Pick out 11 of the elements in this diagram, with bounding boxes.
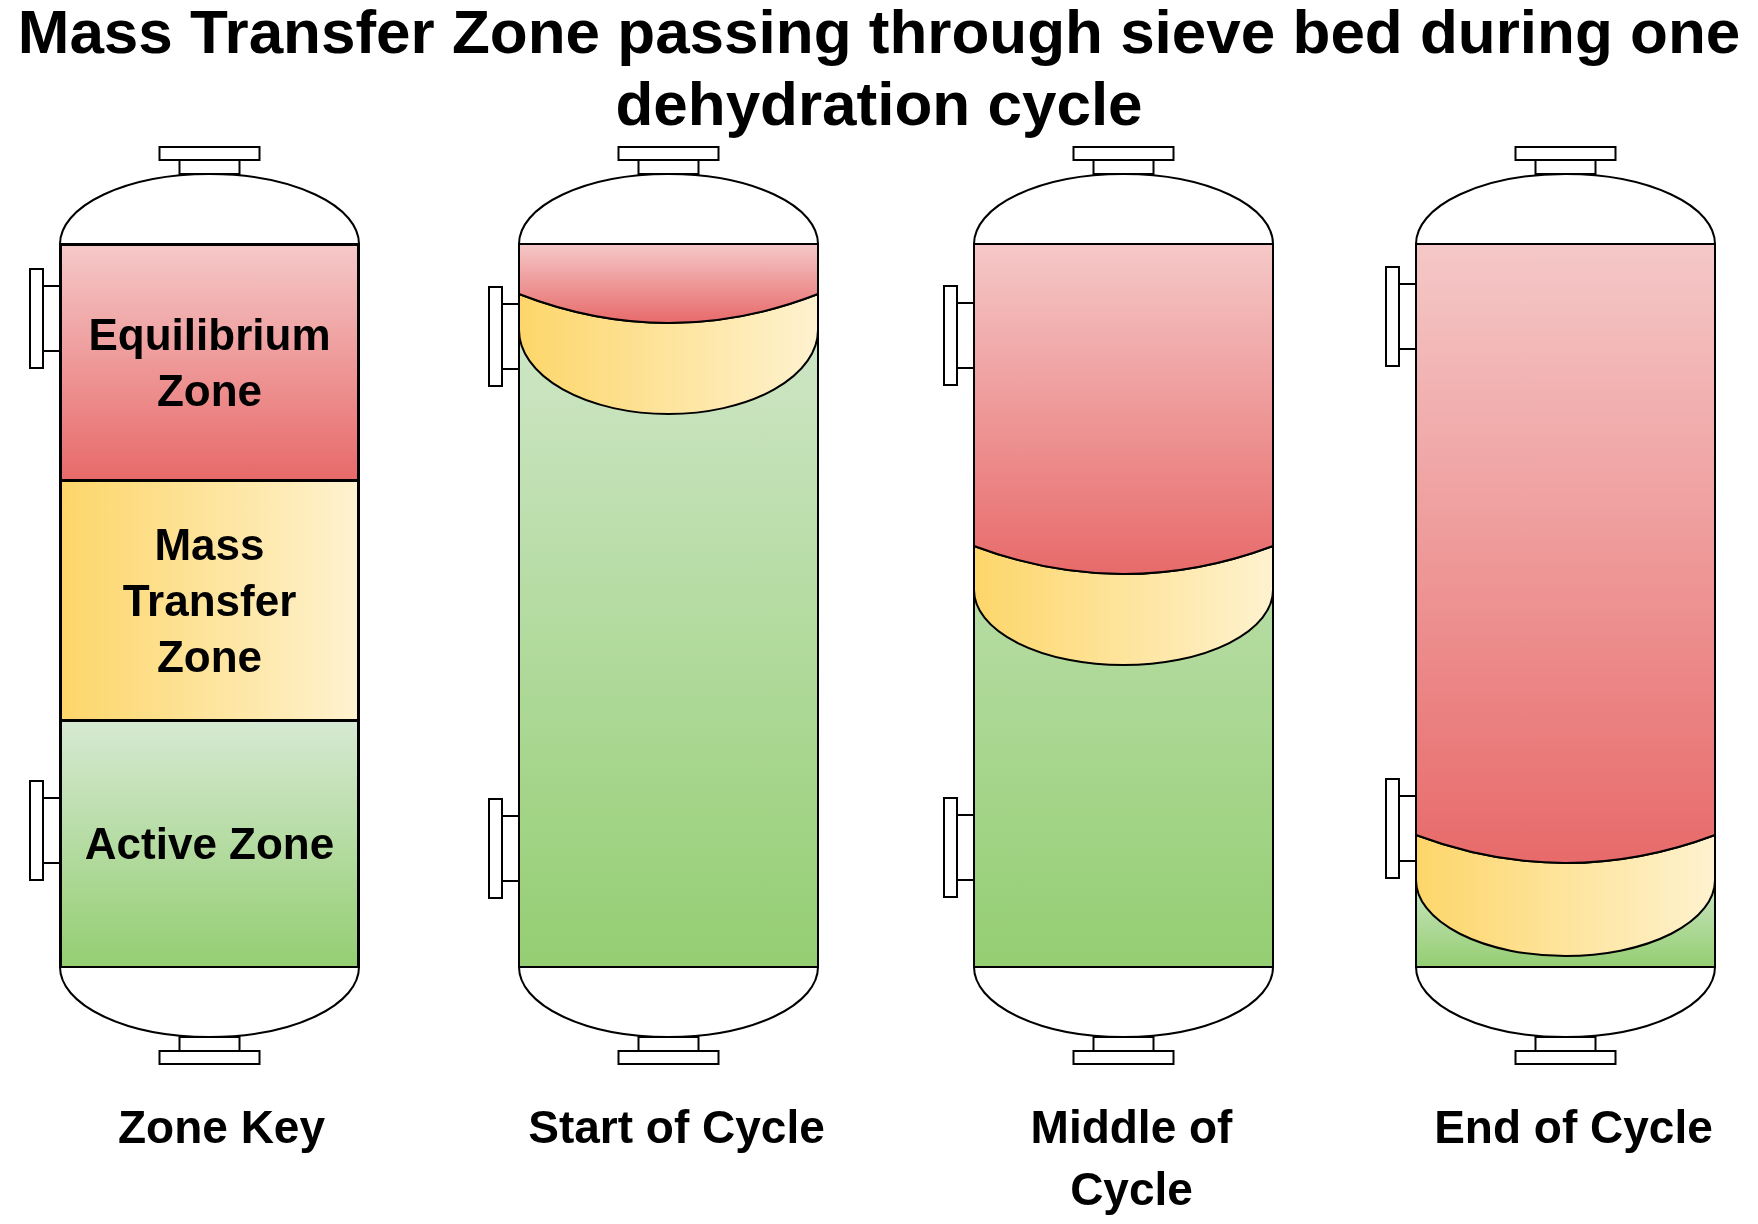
zone-label: Active Zone <box>83 818 336 870</box>
zone-label: Mass Transfer Zone <box>121 518 298 683</box>
vessel-caption: Start of Cycle <box>527 1100 826 1155</box>
vessel-caption: Middle of Cycle <box>1029 1100 1234 1217</box>
zone-band <box>60 480 359 721</box>
zone-band <box>60 720 359 968</box>
zone-label: Equilibrium Zone <box>87 308 332 417</box>
vessel-caption: End of Cycle <box>1433 1100 1714 1155</box>
vessel-caption: Zone Key <box>116 1100 326 1155</box>
diagram-title: Mass Transfer Zone passing through sieve bed during one dehydration cycle <box>16 0 1742 140</box>
zone-band <box>60 244 359 481</box>
